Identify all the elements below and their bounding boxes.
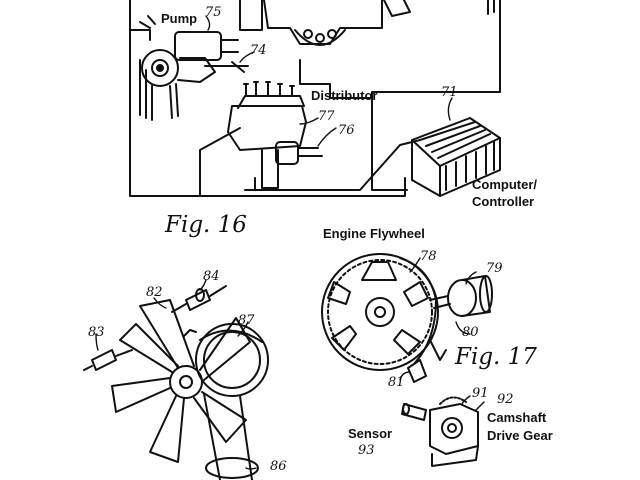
ref-83: 83	[88, 325, 105, 340]
ref-92: 92	[497, 392, 514, 407]
ref-84: 84	[203, 269, 220, 284]
label-controller: Controller	[472, 194, 535, 209]
ref-91: 91	[472, 386, 489, 401]
computer-controller-unit	[411, 117, 501, 197]
ref-74: 74	[250, 43, 267, 58]
flywheel-sensor	[407, 275, 493, 383]
camshaft-gear	[429, 396, 479, 467]
ref-75: 75	[205, 5, 222, 20]
ref-76: 76	[338, 123, 355, 138]
ref-87: 87	[238, 313, 255, 328]
label-sensor: Sensor	[348, 426, 393, 441]
ref-80: 80	[462, 325, 479, 340]
fan-sensors	[83, 285, 227, 371]
label-camshaft: Camshaft	[487, 410, 547, 425]
label-drive-gear: Drive Gear	[487, 428, 553, 443]
leader-lines	[95, 15, 485, 470]
flywheel	[321, 253, 439, 371]
fig16-wiring-frame	[129, 0, 501, 197]
ref-93: 93	[358, 443, 375, 458]
ref-77: 77	[318, 109, 335, 124]
pump-assembly	[139, 15, 249, 121]
distributor-unit	[227, 81, 323, 189]
label-computer: Computer/	[472, 177, 537, 192]
ref-81: 81	[388, 375, 405, 390]
ref-78: 78	[420, 249, 437, 264]
ref-82: 82	[146, 285, 163, 300]
engine-top	[239, 0, 495, 46]
camshaft-sensor	[401, 403, 427, 421]
label-engine-flywheel: Engine Flywheel	[323, 226, 425, 241]
ref-86: 86	[270, 459, 287, 474]
label-distributor: Distributor	[311, 88, 378, 103]
figure-caption-16: Fig. 16	[165, 212, 247, 238]
figure-caption-17: Fig. 17	[455, 344, 537, 370]
ref-71: 71	[441, 85, 458, 100]
ref-79: 79	[486, 261, 503, 276]
label-pump: Pump	[161, 11, 198, 26]
